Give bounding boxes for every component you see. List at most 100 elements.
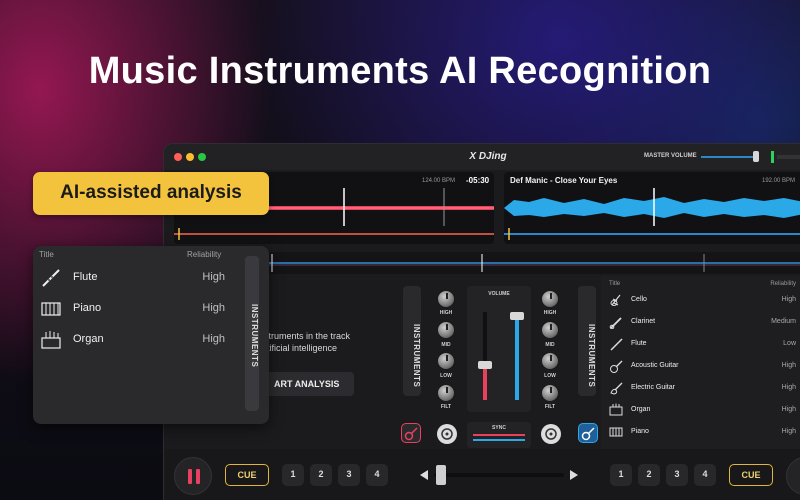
clarinet-icon — [609, 317, 622, 329]
vinyl-icon — [441, 428, 453, 440]
right-hotcue-3[interactable]: 3 — [666, 464, 688, 486]
headline: Music Instruments AI Recognition — [88, 50, 712, 92]
right-deck-jog-button[interactable] — [541, 424, 561, 444]
list-item[interactable]: Organ High — [601, 399, 800, 421]
title-bar: X DJing MASTER VOLUME — [164, 144, 800, 170]
volume-label: VOLUME — [488, 291, 510, 297]
left-hotcue-1[interactable]: 1 — [282, 464, 304, 486]
right-eq-low-label: LOW — [544, 373, 556, 379]
master-volume-slider-thumb[interactable] — [753, 151, 759, 162]
list-item-name: Cello — [631, 296, 647, 303]
list-item[interactable]: Electric Guitar High — [601, 377, 800, 399]
list-item[interactable]: Cello High — [601, 289, 800, 311]
crossfader-left-arrow[interactable] — [420, 470, 428, 480]
right-list-reliability-header: Reliability — [770, 281, 796, 287]
left-deck-instrument-button[interactable] — [401, 423, 421, 443]
list-item-reliability: High — [781, 362, 796, 369]
floating-reliability-header: Reliability — [187, 250, 222, 259]
list-item-reliability: Low — [783, 340, 796, 347]
left-filter-knob[interactable] — [437, 384, 455, 402]
list-item-reliability: High — [781, 384, 796, 391]
list-item-name: Piano — [631, 428, 649, 435]
list-item[interactable]: Acoustic Guitar High — [601, 355, 800, 377]
organ-icon — [609, 403, 623, 416]
floating-instruments-tab[interactable]: INSTRUMENTS — [245, 256, 259, 411]
left-hotcue-3[interactable]: 3 — [338, 464, 360, 486]
list-item-name: Flute — [73, 271, 98, 283]
list-item-reliability: High — [781, 406, 796, 413]
ai-analysis-badge: AI-assisted analysis — [33, 172, 269, 215]
master-level-meter-bg — [777, 155, 800, 159]
right-eq-low-knob[interactable] — [541, 352, 559, 370]
left-eq-low-knob[interactable] — [437, 352, 455, 370]
right-play-button[interactable] — [786, 457, 800, 495]
right-hotcue-1[interactable]: 1 — [610, 464, 632, 486]
app-title: X DJing — [469, 151, 507, 162]
list-item-reliability: High — [781, 428, 796, 435]
cello-icon — [610, 294, 621, 306]
left-volume-fader[interactable] — [478, 360, 492, 369]
crossfader-right-arrow[interactable] — [570, 470, 578, 480]
volume-faders: VOLUME — [467, 286, 531, 412]
right-hotcue-4[interactable]: 4 — [694, 464, 716, 486]
deck-b-waveform[interactable]: Def Manic - Close Your Eyes 192.00 BPM — [504, 172, 800, 244]
master-volume-slider-track[interactable] — [701, 156, 759, 158]
close-window-button[interactable] — [174, 153, 182, 161]
list-item-name: Acoustic Guitar — [631, 362, 679, 369]
vinyl-icon — [545, 428, 557, 440]
crossfader-track[interactable] — [434, 473, 564, 477]
list-item-name: Flute — [631, 340, 647, 347]
right-list-title-header: Title — [609, 281, 621, 287]
instruments-description-line1: struments in the track — [264, 331, 351, 341]
left-deck-jog-button[interactable] — [437, 424, 457, 444]
deck-a-time: -05:30 — [466, 176, 490, 185]
dj-app-window: X DJing MASTER VOLUME 124.00 BPM -05:30 … — [163, 143, 800, 500]
left-eq-high-label: HIGH — [439, 310, 453, 316]
track-overview[interactable] — [164, 252, 800, 274]
list-item[interactable]: Flute High — [33, 262, 248, 293]
left-pause-button[interactable] — [174, 457, 212, 495]
right-eq-high-knob[interactable] — [541, 290, 559, 308]
sync-bar-right[interactable] — [473, 439, 525, 441]
crossfader-thumb[interactable] — [436, 465, 446, 485]
left-volume-track[interactable] — [483, 312, 487, 400]
right-eq-mid-knob[interactable] — [541, 321, 559, 339]
instruments-description: struments in the track rtificial intelli… — [264, 330, 350, 354]
left-eq-high-knob[interactable] — [437, 290, 455, 308]
right-cue-button[interactable]: CUE — [729, 464, 773, 486]
left-filter-label: FILT — [440, 404, 452, 410]
floating-instruments-tab-label: INSTRUMENTS — [250, 304, 259, 368]
deck-a-bpm: 124.00 BPM — [422, 178, 456, 184]
electric-guitar-icon — [610, 382, 623, 395]
right-volume-fader[interactable] — [510, 312, 524, 321]
transport-bar: CUE 1 2 3 4 1 2 3 4 CUE — [164, 449, 800, 500]
start-analysis-button[interactable]: ART ANALYSIS — [254, 372, 354, 396]
floating-title-header: Title — [39, 250, 54, 259]
left-hotcue-2[interactable]: 2 — [310, 464, 332, 486]
right-deck-instruments-tab[interactable]: INSTRUMENTS — [578, 286, 596, 396]
left-eq-mid-knob[interactable] — [437, 321, 455, 339]
list-item[interactable]: Piano High — [33, 293, 248, 324]
left-deck-instruments-tab[interactable]: INSTRUMENTS — [403, 286, 421, 396]
zoom-window-button[interactable] — [198, 153, 206, 161]
right-deck-instrument-button[interactable] — [578, 423, 598, 443]
instruments-description-line2: rtificial intelligence — [264, 343, 338, 353]
list-item[interactable]: Clarinet Medium — [601, 311, 800, 333]
master-volume-label: MASTER VOLUME — [644, 153, 697, 159]
left-hotcue-4[interactable]: 4 — [366, 464, 388, 486]
list-item[interactable]: Piano High — [601, 421, 800, 443]
sync-bar-left[interactable] — [473, 434, 525, 436]
right-hotcue-2[interactable]: 2 — [638, 464, 660, 486]
acoustic-guitar-icon — [610, 360, 623, 373]
deck-b-track-title: Def Manic - Close Your Eyes — [510, 176, 618, 185]
piano-icon — [41, 302, 61, 316]
master-level-meter — [771, 151, 774, 163]
left-cue-button[interactable]: CUE — [225, 464, 269, 486]
guitar-icon — [404, 427, 418, 441]
right-volume-level — [515, 316, 519, 400]
list-item[interactable]: Flute Low — [601, 333, 800, 355]
right-filter-knob[interactable] — [541, 384, 559, 402]
list-item[interactable]: Organ High — [33, 324, 248, 355]
right-deck-instruments-list: Title Reliability Cello High Clarinet Me… — [601, 276, 800, 456]
minimize-window-button[interactable] — [186, 153, 194, 161]
